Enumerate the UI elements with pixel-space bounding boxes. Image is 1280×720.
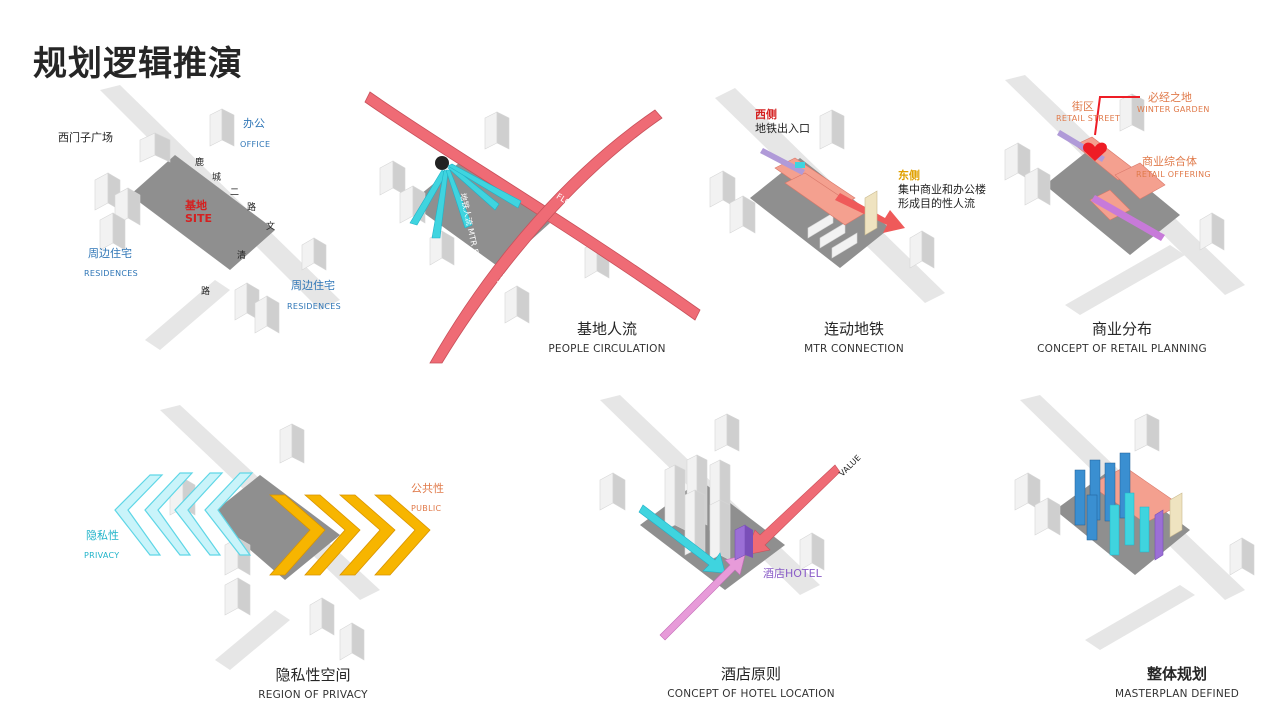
label-res1-en: RESIDENCES	[84, 269, 138, 278]
caption-cn: 隐私性空间	[275, 666, 351, 684]
east-text-1: 集中商业和办公楼	[898, 183, 986, 196]
caption-cn: 酒店原则	[720, 665, 782, 683]
winter-cn: 必经之地	[1148, 91, 1192, 104]
cyan-arrow	[638, 504, 726, 574]
panel-site: 西门子广场 办公 OFFICE 基地 SITE 周边住宅 RESIDENCES …	[40, 85, 360, 355]
east-building	[1169, 492, 1183, 538]
mtr-exit-cyan	[795, 162, 805, 168]
site-diagram	[94, 85, 340, 350]
panel-master: 整体规划 MASTERPLAN DEFINED	[1005, 395, 1275, 705]
label-office-en: OFFICE	[240, 140, 271, 149]
retail-diagram	[1004, 75, 1245, 315]
street-cn: 街区	[1072, 100, 1094, 113]
privacy-diagram	[114, 405, 431, 670]
site-block	[130, 155, 275, 270]
road-char-4: 路	[247, 203, 257, 213]
hotel-tower	[1154, 509, 1164, 561]
retail-rail-2	[1091, 195, 1165, 241]
panel-mtr: 西侧 地铁出入口 东侧 集中商业和办公楼 形成目的性人流 连动地铁 MTR CO…	[705, 88, 1005, 358]
mtr-flow-arrows	[409, 163, 522, 239]
road-cross	[1085, 585, 1195, 650]
caption-cn: 连动地铁	[823, 320, 885, 338]
label-site-cn: 基地	[185, 199, 207, 212]
hotel-tower	[734, 524, 746, 561]
blue-towers	[1074, 452, 1131, 541]
hotel-tower-side	[745, 525, 753, 558]
caption-en: CONCEPT OF RETAIL PLANNING	[1037, 343, 1207, 355]
road-char-2: 城	[212, 173, 222, 183]
road2-char-2: 清	[237, 251, 247, 261]
private-cn: 隐私性	[86, 529, 119, 542]
road-cross	[145, 280, 230, 350]
road-char-3: 二	[230, 188, 240, 198]
page-title: 规划逻辑推演	[33, 44, 243, 84]
east-text-2: 形成目的性人流	[898, 197, 975, 210]
flow-band-b	[429, 109, 663, 364]
caption-cn: 基地人流	[576, 320, 638, 338]
site-block	[210, 475, 340, 580]
label-res2-cn: 周边住宅	[291, 279, 335, 292]
road2-char-1: 文	[266, 222, 276, 232]
winter-garden-leader	[1094, 96, 1140, 136]
flow-band-a	[364, 91, 701, 321]
hotel-label: 酒店HOTEL	[763, 567, 822, 580]
winter-en: WINTER GARDEN	[1137, 105, 1210, 114]
public-chevrons	[268, 494, 431, 576]
panel-privacy: 公共性 PUBLIC 隐私性 PRIVACY 隐私性空间 REGION OF P…	[80, 405, 460, 710]
east-title: 东侧	[898, 169, 920, 182]
label-plaza: 西门子广场	[58, 131, 113, 144]
people-diagram	[364, 91, 701, 364]
caption-cn: 商业分布	[1091, 320, 1153, 338]
label-res2-en: RESIDENCES	[287, 302, 341, 311]
offering-en: RETAIL OFFERING	[1136, 170, 1211, 179]
label-office-cn: 办公	[243, 117, 265, 130]
west-title: 西侧	[755, 108, 777, 121]
road3-char-1: 路	[201, 287, 211, 297]
public-en: PUBLIC	[411, 504, 442, 513]
caption-en: MTR CONNECTION	[804, 343, 904, 355]
mtr-exit-rail	[760, 148, 805, 175]
caption-en: CONCEPT OF HOTEL LOCATION	[667, 688, 835, 700]
mtr-diagram	[709, 88, 945, 303]
label-res1-cn: 周边住宅	[88, 247, 132, 260]
caption-cn: 整体规划	[1146, 665, 1208, 683]
master-diagram	[1014, 395, 1255, 650]
label-site-en: SITE	[185, 212, 213, 225]
caption-en: REGION OF PRIVACY	[258, 689, 368, 701]
cyan-towers	[1109, 492, 1150, 556]
caption-en: MASTERPLAN DEFINED	[1114, 688, 1240, 700]
street-en: RETAIL STREET	[1056, 114, 1121, 123]
mtr-icon	[435, 156, 449, 170]
private-en: PRIVACY	[84, 551, 120, 560]
east-building	[864, 190, 878, 236]
buildings-left	[94, 108, 327, 334]
road-char-1: 鹿	[195, 158, 205, 168]
privacy-chevrons	[114, 472, 254, 556]
panel-hotel: 酒店HOTEL VALUE 酒店原则 CONCEPT OF HOTEL LOCA…	[595, 395, 895, 705]
caption-en: PEOPLE CIRCULATION	[548, 343, 666, 355]
west-text: 地铁出入口	[755, 122, 810, 135]
panel-people: 人流 HUMAN FLOW 人流 HUMAN FLOW 地铁人流 MTR FLO…	[364, 88, 701, 364]
red-arrow	[744, 464, 841, 556]
hotel-diagram	[599, 395, 841, 641]
road-cross	[1065, 245, 1185, 315]
road-cross	[215, 610, 290, 670]
heart-icon	[1083, 142, 1107, 161]
panel-retail: 街区 RETAIL STREET 必经之地 WINTER GARDEN 商业综合…	[1000, 75, 1270, 360]
public-cn: 公共性	[411, 482, 444, 495]
offering-cn: 商业综合体	[1142, 155, 1197, 168]
